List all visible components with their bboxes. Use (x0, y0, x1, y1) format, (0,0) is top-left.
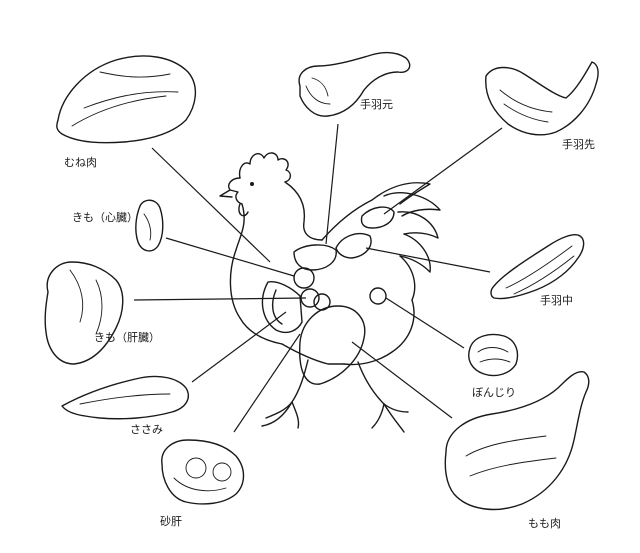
muneniku-drawing (56, 55, 196, 144)
tebasaki-drawing (485, 61, 599, 136)
kimo-shinzo-drawing (135, 199, 164, 252)
leader-sunagimo (233, 333, 301, 433)
label-tebanaka: 手羽中 (540, 293, 573, 307)
bonjiri-drawing (468, 333, 519, 377)
leader-muneniku (151, 147, 271, 263)
leader-kimo-shinzo (165, 237, 295, 277)
inner-tail-outline (369, 287, 387, 305)
kimo-kanzo-drawing (44, 261, 124, 365)
chicken-illustration (219, 152, 441, 433)
tebamoto-drawing (298, 51, 411, 117)
labels: 手羽元 手羽先 むね肉 きも（心臓） 手羽中 きも（肝臓） ぼんじり ささみ 砂… (64, 97, 595, 530)
leader-lines (133, 123, 503, 433)
leader-momoniku (351, 341, 453, 419)
tebanaka-drawing (490, 234, 585, 300)
inner-thigh-outline (299, 305, 366, 385)
label-bonjiri: ぼんじり (472, 386, 516, 399)
label-muneniku: むね肉 (64, 156, 97, 169)
label-momoniku: もも肉 (528, 517, 561, 530)
label-kimo-kanzo: きも（肝臓） (94, 331, 160, 344)
chicken-eye (250, 182, 254, 186)
inner-wing-tip-outline (360, 206, 395, 229)
label-kimo-shinzo: きも（心臓） (72, 211, 138, 224)
momoniku-drawing (444, 371, 590, 511)
inner-wing-mid-outline (335, 232, 372, 259)
leader-sasami (191, 311, 287, 383)
sasami-drawing (61, 375, 190, 420)
leader-tebasaki (383, 127, 503, 215)
leader-tebanaka (365, 247, 491, 273)
label-sunagimo: 砂肝 (160, 515, 182, 528)
leader-kimo-kanzo (133, 297, 307, 301)
leader-bonjiri (385, 297, 465, 349)
inner-breast-outline (261, 281, 303, 334)
label-tebasaki: 手羽先 (562, 137, 595, 151)
leader-tebamoto (325, 123, 339, 245)
label-tebamoto: 手羽元 (360, 97, 393, 111)
inner-heart-outline (293, 267, 315, 289)
sunagimo-drawing (161, 439, 245, 505)
inner-wing-root-outline (293, 244, 337, 271)
label-sasami: ささみ (130, 423, 163, 436)
